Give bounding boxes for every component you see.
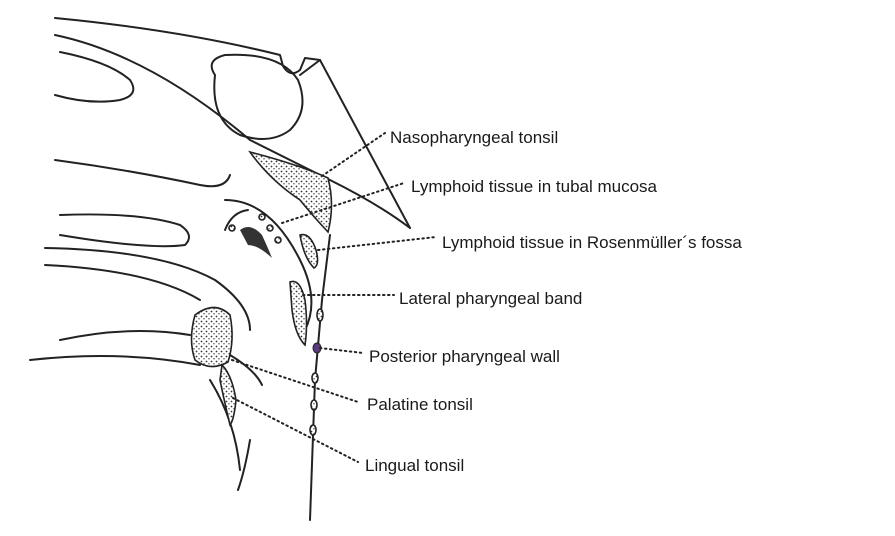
posterior-wall-nodules <box>309 308 324 436</box>
posterior-pharyngeal-wall-line <box>309 234 331 521</box>
label-lingual-tonsil: Lingual tonsil <box>365 456 464 475</box>
rosenmuller-fossa-tissue <box>299 233 319 269</box>
label-palatine-tonsil: Palatine tonsil <box>367 395 473 414</box>
label-posterior-wall: Posterior pharyngeal wall <box>369 347 560 366</box>
tubal-tonsil <box>224 209 282 258</box>
leader-lingual-tonsil <box>232 397 359 463</box>
label-tubal-tonsil: Lymphoid tissue in tubal mucosa <box>411 177 658 196</box>
nasopharyngeal-tonsil <box>248 150 333 234</box>
lateral-pharyngeal-band <box>289 280 308 347</box>
leader-nasopharyngeal-tonsil <box>321 132 386 177</box>
leader-posterior-wall <box>319 347 364 354</box>
nasal-cavity-outline <box>29 51 251 366</box>
leader-palatine-tonsil <box>231 359 359 403</box>
label-rosenmuller: Lymphoid tissue in Rosenmüller´s fossa <box>442 233 742 252</box>
skull-base-outline <box>54 17 411 229</box>
leader-rosenmuller <box>317 236 437 251</box>
soft-palate-line <box>224 199 313 331</box>
leader-tubal-tonsil <box>281 182 405 224</box>
lingual-tonsil <box>219 363 237 427</box>
oropharynx-line <box>229 354 263 386</box>
label-nasopharyngeal-tonsil: Nasopharyngeal tonsil <box>390 128 558 147</box>
palatine-tonsil <box>190 306 233 368</box>
label-lateral-band: Lateral pharyngeal band <box>399 289 582 308</box>
